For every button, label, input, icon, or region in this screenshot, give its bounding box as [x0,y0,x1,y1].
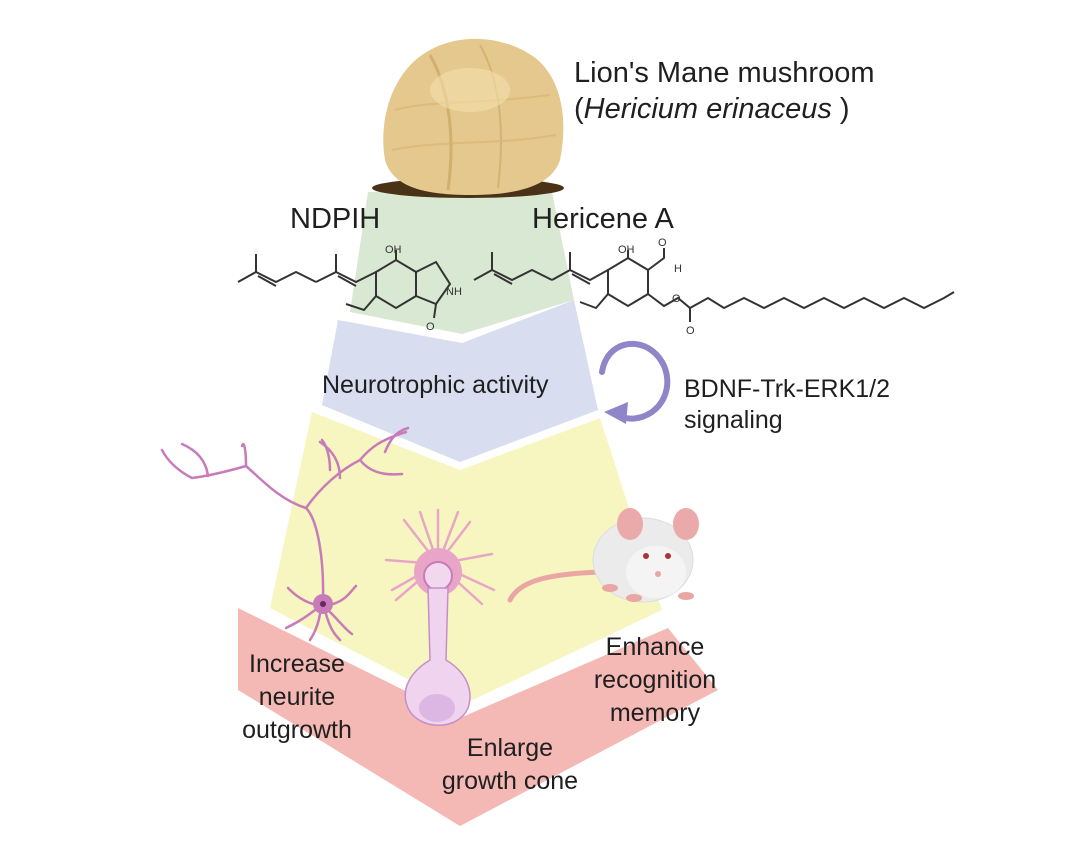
ndpih-nh-label: NH [446,286,462,298]
outcome-line: growth cone [441,767,579,795]
pathway-line-2: signaling [684,406,783,434]
outcome-line: recognition [593,666,717,694]
outcome-line: Increase [249,650,345,678]
growth-cone-illustration [384,508,496,726]
hericene-carbonyl-o-label: O [686,325,695,337]
outcome-line: Enhance [605,633,705,661]
mouse-illustration [507,508,699,603]
outcome-recognition-memory: Enhance recognition memory [575,631,735,730]
hericene-h-label: H [674,263,682,275]
hericene-aldehyde-o-label: O [658,237,667,249]
paren-close: ) [831,93,850,125]
pathway-line-1: BDNF-Trk-ERK1/2 [684,375,891,403]
compounds-band [350,192,574,334]
activity-band [322,300,598,462]
hericene-oh-label: OH [618,244,635,256]
hericene-a-structure [473,248,955,322]
outcome-line: memory [609,699,701,727]
outcomes-chevron [238,608,718,826]
outcome-growth-cone: Enlarge growth cone [420,732,600,798]
pathway-label: BDNF-Trk-ERK1/2 signaling [684,374,890,436]
ndpih-structure [237,250,452,319]
scientific-name-italic: Hericium erinaceus [583,93,832,125]
signaling-loop-arrow-icon [599,341,671,424]
neuron-illustration [160,426,410,642]
neurotrophic-activity-label: Neurotrophic activity [322,371,549,399]
ndpih-o-label: O [426,321,435,333]
mushroom-scientific-name: (Hericium erinaceus ) [574,92,850,126]
outcome-neurite-outgrowth: Increase neurite outgrowth [222,648,372,747]
compound-hericene-a-label: Hericene A [532,203,674,235]
outcome-line: outgrowth [242,716,352,744]
compound-ndpih-label: NDPIH [290,203,381,235]
lions-mane-mushroom-image [372,38,564,198]
hericene-ester-o-label: O [672,293,681,305]
outcome-line: neurite [258,683,336,711]
outcome-line: Enlarge [466,734,554,762]
mushroom-common-name: Lion's Mane mushroom [574,57,875,89]
paren-open: ( [574,93,584,125]
ndpih-oh-label: OH [385,244,402,256]
